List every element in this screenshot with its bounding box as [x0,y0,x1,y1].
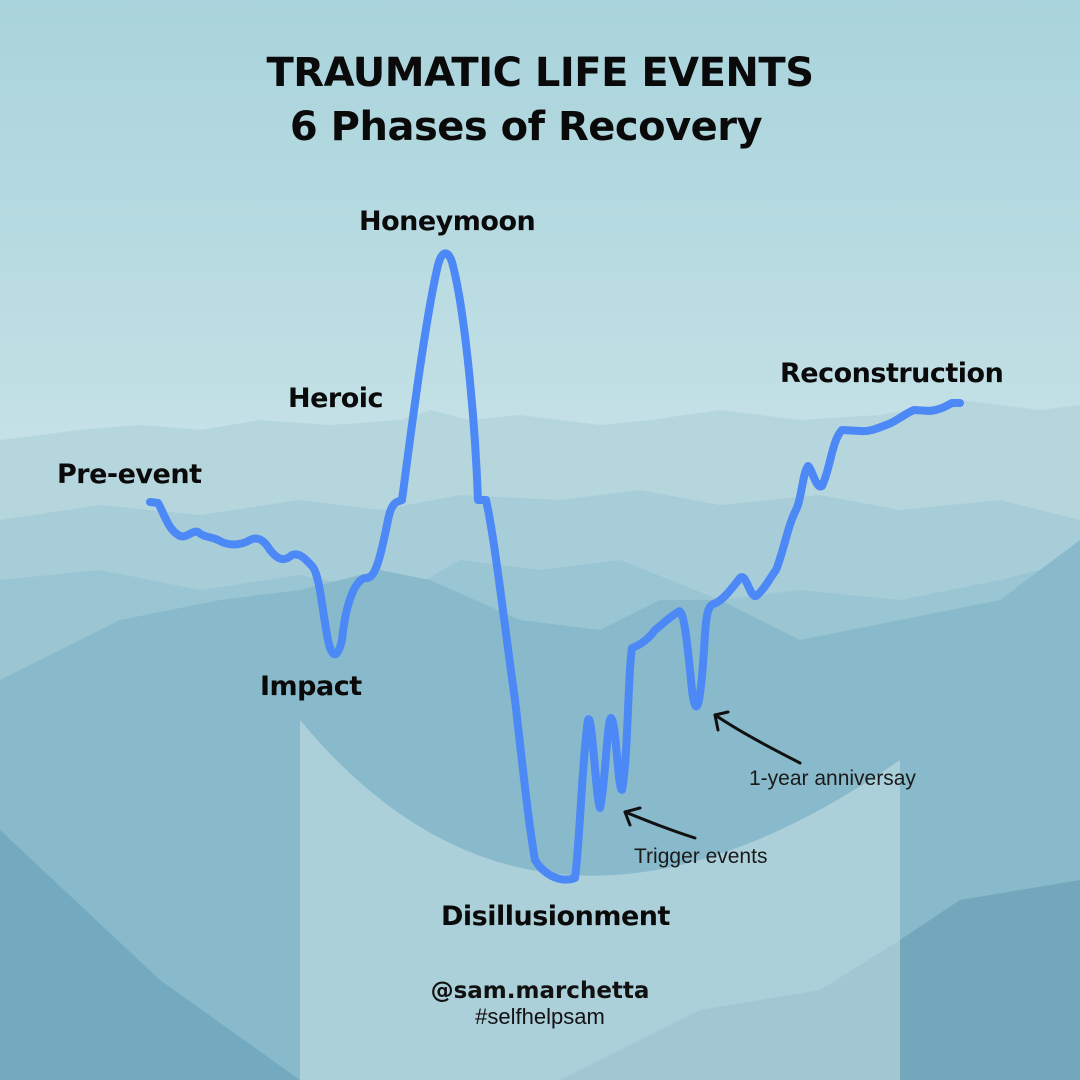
arrow-icon [623,710,802,840]
hashtag: #selfhelpsam [475,1004,605,1029]
label-reconstruction: Reconstruction [780,358,1004,389]
recovery-line [146,249,964,884]
annotation-anniversary: 1-year anniversay [749,767,916,790]
label-honeymoon: Honeymoon [359,206,536,237]
label-impact: Impact [260,671,362,702]
label-pre-event: Pre-event [57,459,202,490]
label-heroic: Heroic [288,383,384,414]
chart-title: TRAUMATIC LIFE EVENTS [266,50,814,96]
annotation-trigger-events: Trigger events [634,845,768,868]
label-disillusionment: Disillusionment [441,901,670,932]
chart-subtitle: 6 Phases of Recovery [289,104,763,150]
author-handle: @sam.marchetta [430,978,650,1004]
